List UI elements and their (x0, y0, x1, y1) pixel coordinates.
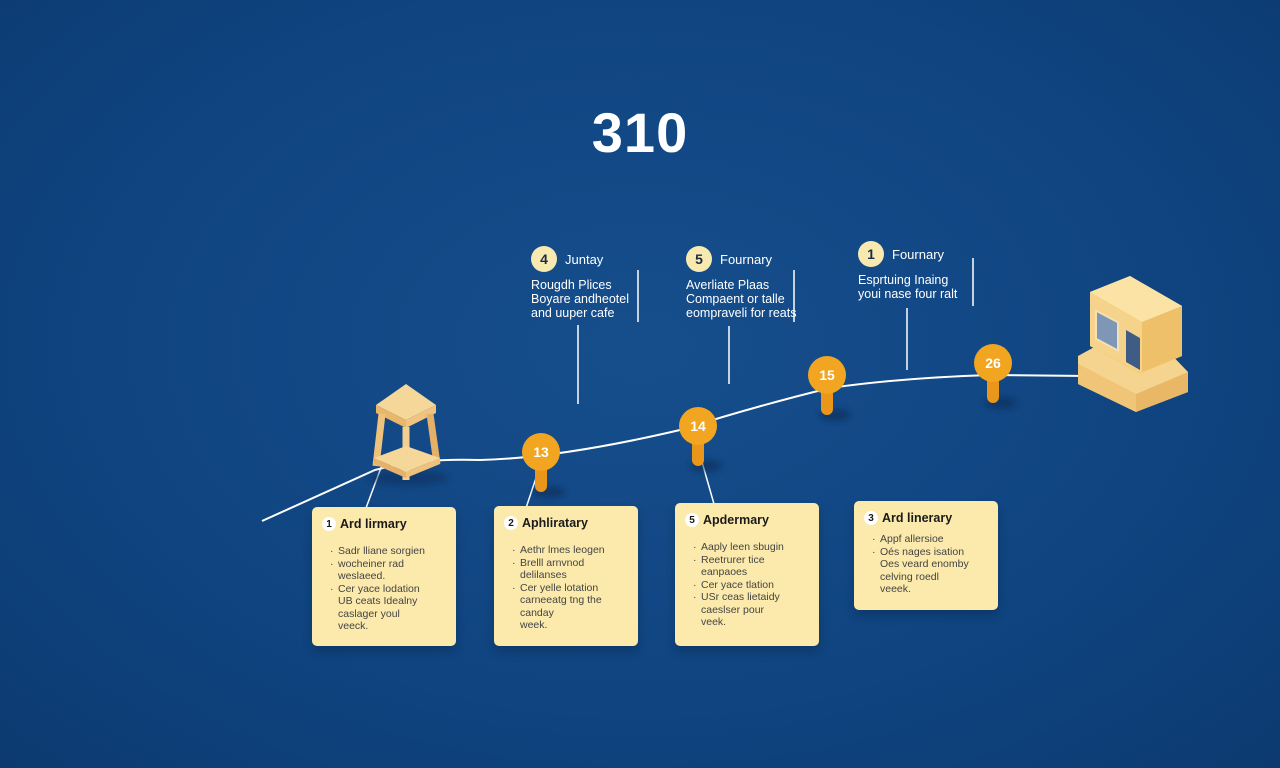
card-item: Brelll arnvnod (512, 557, 628, 570)
card-item: Cer yace lodation (330, 583, 446, 596)
marker-label: 26 (985, 355, 1001, 371)
marker-head (974, 344, 1012, 382)
card-item: veeck. (338, 620, 369, 632)
step-subtitle: Esprtuing Inaing (858, 273, 949, 287)
marker-label: 15 (819, 367, 835, 383)
card-item: veek. (701, 616, 727, 628)
step-heading: Fournary (892, 246, 945, 262)
card-title: Ard lirmary (340, 517, 407, 531)
card-number: 1 (322, 517, 336, 531)
step-subtitle: Averliate Plaas (686, 278, 770, 292)
card-item: caslager youl (338, 607, 400, 620)
card-item: delilanses (520, 569, 567, 581)
card-item: veeek. (880, 583, 911, 595)
card-number: 3 (864, 511, 878, 525)
card-item: Oes veard enomby (880, 558, 969, 570)
info-card-4: 3 Ard linerary Appf allersioe Oés nages … (854, 501, 998, 610)
step-number-badge: 4 (531, 246, 557, 272)
step-number-badge: 5 (686, 246, 712, 272)
top-label-juntay: 4 Juntay Rougdh Plices Boyare andheotel … (531, 246, 731, 320)
card-item: Sadr lliane sorgien (330, 545, 446, 558)
building-icon (1078, 276, 1188, 412)
card-item: USr ceas lietaidy (693, 591, 809, 604)
card-item: canday (520, 606, 554, 619)
card-item: celving roedl (880, 570, 939, 583)
step-description: youi nase four ralt (858, 287, 958, 301)
marker-head (522, 433, 560, 471)
marker-head (679, 407, 717, 445)
card-title: Apdermary (703, 513, 769, 527)
card-connector (365, 464, 383, 509)
card-connector (525, 477, 537, 509)
timeline-path (261, 373, 1089, 522)
marker-pin-13: 13 (522, 433, 565, 498)
marker-label: 13 (533, 444, 549, 460)
card-number: 5 (685, 513, 699, 527)
step-description: Boyare andheotel (531, 292, 629, 306)
info-card-3: 5 Apdermary Aaply leen sbugin Reetrurer … (675, 503, 819, 646)
step-description: and uuper cafe (531, 306, 615, 320)
card-item: Aaply leen sbugin (693, 541, 809, 554)
card-item: Appf allersioe (872, 533, 988, 546)
info-card-1: 1 Ard lirmary Sadr lliane sorgien wochei… (312, 507, 456, 646)
timeline-markers: 13 14 15 26 (522, 344, 1017, 498)
card-item: eanpaoes (701, 566, 748, 578)
marker-pin-15: 15 (808, 356, 851, 421)
card-item: wocheiner rad (330, 558, 446, 571)
card-number: 2 (504, 516, 518, 530)
tower-icon (368, 384, 448, 486)
card-title: Ard linerary (882, 511, 953, 525)
card-item: week. (520, 619, 548, 631)
marker-pin-14: 14 (679, 407, 722, 472)
step-number-badge: 1 (858, 241, 884, 267)
diagram-title: 310 (591, 101, 689, 164)
info-card-2: 2 Aphliratary Aethr lmes leogen Brelll a… (494, 506, 638, 646)
step-heading: Fournary (720, 251, 773, 267)
top-label-fournary-2: 1 Fournary Esprtuing Inaing youi nase fo… (858, 241, 1058, 301)
marker-pin-26: 26 (974, 344, 1017, 409)
step-subtitle: Rougdh Plices (531, 278, 612, 292)
card-item: Cer yelle lotation (512, 582, 628, 595)
step-heading: Juntay (565, 251, 604, 267)
card-item: Oés nages isation (872, 546, 988, 559)
step-description: eompraveli for reats (686, 306, 797, 320)
card-item: weslaeed. (338, 570, 386, 582)
card-item: carneeatg tng the (520, 594, 602, 606)
card-title: Aphliratary (522, 516, 588, 530)
card-item: Cer yace tlation (693, 579, 809, 592)
card-item: Aethr lmes leogen (512, 544, 628, 557)
marker-head (808, 356, 846, 394)
marker-label: 14 (690, 418, 706, 434)
card-item: caeslser pour (701, 603, 765, 616)
step-description: Compaent or talle (686, 292, 785, 306)
card-item: UB ceats Idealny (338, 595, 418, 607)
top-label-fournary-1: 5 Fournary Averliate Plaas Compaent or t… (686, 246, 886, 320)
card-item: Reetrurer tice (693, 554, 809, 567)
